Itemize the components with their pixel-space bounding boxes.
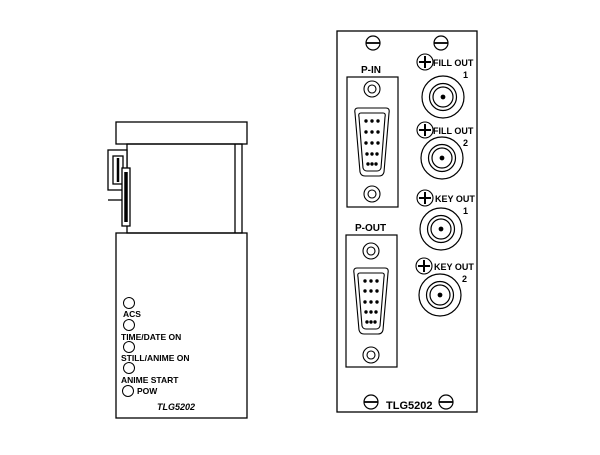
bnc-label-line2: 1 (463, 206, 468, 216)
thumb-screw-icon (362, 346, 380, 364)
cross-screw-icon (416, 121, 434, 139)
left-module (107, 121, 248, 419)
indicator-led-icon (123, 297, 135, 309)
d-sub-pins (363, 279, 379, 324)
right-panel (336, 30, 478, 413)
indicator-label: STILL/ANIME ON (121, 353, 189, 363)
bnc-connector-icon (419, 207, 463, 251)
indicator-anime-start: ANIME START (121, 362, 179, 385)
bnc-key-out-1: KEY OUT 1 (416, 189, 475, 251)
right-panel-frame (336, 30, 478, 413)
panel-screw-icon (433, 35, 449, 51)
bnc-label-line1: KEY OUT (434, 262, 474, 272)
p-out-connector (345, 234, 398, 368)
bnc-label-line1: FILL OUT (433, 126, 474, 136)
thumb-screw-icon (363, 185, 381, 203)
bnc-connector-icon (421, 75, 465, 119)
indicator-led-icon (122, 385, 134, 397)
indicator-pow: POW (122, 385, 158, 397)
side-latch-icon (107, 149, 131, 227)
cross-screw-icon (415, 257, 433, 275)
left-module-model-label: TLG5202 (157, 402, 195, 412)
p-in-connector (346, 76, 399, 208)
bnc-label-line2: 2 (462, 274, 467, 284)
thumb-screw-icon (363, 80, 381, 98)
panel-screw-icon (363, 394, 379, 410)
right-panel-model-label: TLG5202 (386, 400, 432, 412)
indicator-label: ACS (123, 309, 141, 319)
bnc-key-out-2: KEY OUT 2 (415, 257, 474, 317)
indicator-acs: ACS (123, 297, 141, 319)
bnc-label-line1: KEY OUT (435, 194, 475, 204)
bnc-connector-icon (420, 136, 464, 180)
bnc-fill-out-2: FILL OUT 2 (416, 121, 474, 180)
indicator-still-anime-on: STILL/ANIME ON (121, 341, 189, 363)
bnc-label-line1: FILL OUT (433, 58, 474, 68)
cross-screw-icon (416, 53, 434, 71)
indicator-label: POW (137, 386, 158, 396)
left-module-front-panel (115, 232, 248, 419)
d-sub-pins (364, 119, 380, 166)
p-in-label: P-IN (361, 65, 381, 76)
panel-screw-icon (438, 394, 454, 410)
indicator-time-date-on: TIME/DATE ON (121, 319, 181, 342)
panel-screw-icon (365, 35, 381, 51)
indicator-led-icon (123, 362, 135, 374)
indicator-led-icon (123, 319, 135, 331)
indicator-label: ANIME START (121, 375, 179, 385)
bnc-fill-out-1: FILL OUT 1 (416, 53, 474, 119)
p-out-label: P-OUT (355, 223, 386, 234)
indicator-led-icon (123, 341, 135, 353)
cross-screw-icon (416, 189, 434, 207)
thumb-screw-icon (362, 242, 380, 260)
bnc-label-line2: 2 (463, 138, 468, 148)
bnc-label-line2: 1 (463, 70, 468, 80)
bnc-connector-icon (418, 273, 462, 317)
left-module-top-block (115, 121, 248, 145)
left-module-middle-body (126, 143, 243, 234)
indicator-label: TIME/DATE ON (121, 332, 181, 342)
